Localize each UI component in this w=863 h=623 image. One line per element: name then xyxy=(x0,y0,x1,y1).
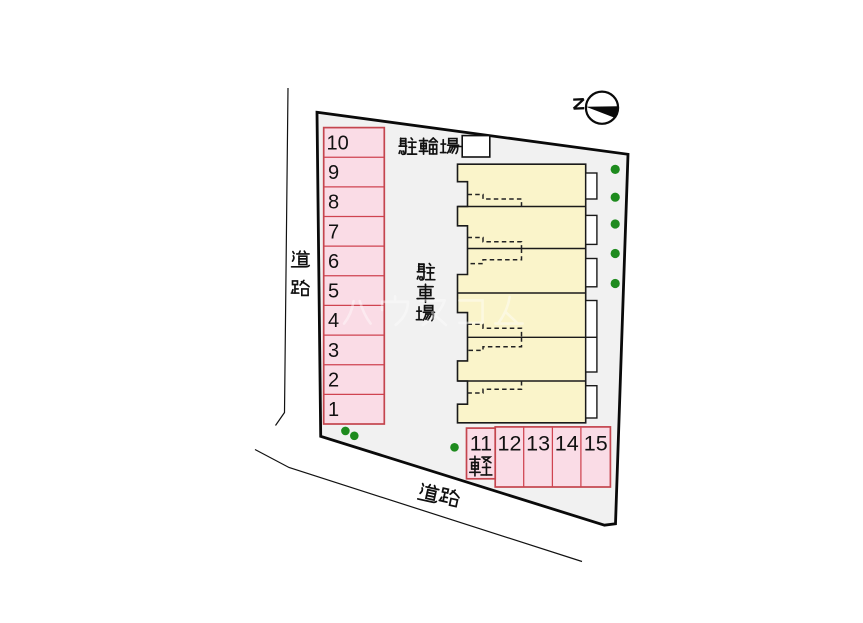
svg-text:4: 4 xyxy=(328,310,339,332)
svg-text:2: 2 xyxy=(328,370,339,392)
svg-text:5: 5 xyxy=(328,281,339,303)
svg-text:10: 10 xyxy=(327,132,349,154)
svg-text:8: 8 xyxy=(328,192,339,214)
svg-text:15: 15 xyxy=(584,431,608,455)
svg-text:14: 14 xyxy=(555,431,579,455)
svg-text:11: 11 xyxy=(470,431,492,455)
svg-text:6: 6 xyxy=(328,251,339,273)
svg-text:12: 12 xyxy=(498,431,522,455)
svg-text:13: 13 xyxy=(526,431,550,455)
svg-text:3: 3 xyxy=(328,340,339,362)
svg-text:9: 9 xyxy=(328,162,339,184)
svg-text:7: 7 xyxy=(328,221,339,243)
svg-text:1: 1 xyxy=(328,399,339,421)
